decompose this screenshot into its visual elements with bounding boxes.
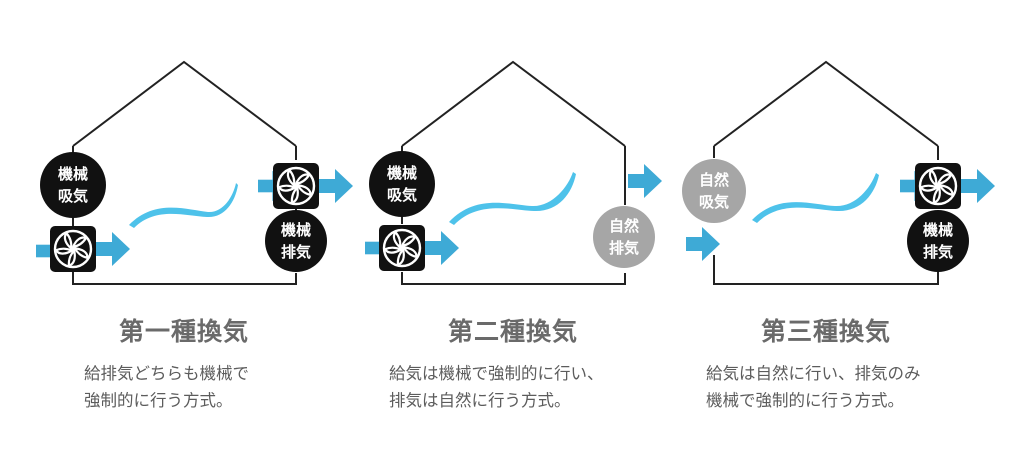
arrow-right-icon [319,169,353,203]
badge-line1: 機械 [923,221,953,239]
intake-badge: 機械 吸気 [369,151,435,217]
intake-badge: 自然 吸気 [682,159,746,223]
fan-icon [377,223,427,273]
badge-line2: 排気 [281,243,311,261]
house-1: 機械 吸気 機械 排気 [36,60,353,285]
arrow-right-icon [96,232,130,266]
panel-description-3: 給気は自然に行い、排気のみ 機械で強制的に行う方式。 [706,360,946,414]
airflow-wave-icon [449,172,576,225]
airflow-wave-icon [752,173,879,223]
arrow-right-icon [425,231,459,265]
panel-title-2: 第二種換気 [447,317,578,346]
badge-line1: 機械 [281,221,311,239]
badge-line2: 吸気 [387,186,417,204]
exhaust-badge: 機械 排気 [907,210,969,272]
arrow-right-icon [628,164,662,198]
house-outline [401,60,626,285]
house-2: 機械 吸気 自然 排気 [365,60,662,285]
panel-description-2: 給気は機械で強制的に行い、 排気は自然に行う方式。 [389,360,629,414]
description-line: 給気は機械で強制的に行い、 [389,364,604,383]
fan-icon [271,161,321,211]
panel-title-1: 第一種換気 [118,317,249,346]
description-line: 機械で強制的に行う方式。 [706,391,904,410]
exhaust-badge: 自然 排気 [593,206,655,268]
fan-icon [48,224,98,274]
panel-description-1: 給排気どちらも機械で 強制的に行う方式。 [84,360,324,414]
fan-icon [913,161,963,211]
badge-line2: 排気 [923,243,953,261]
badge-line1: 自然 [609,217,639,235]
badge-line1: 自然 [699,171,729,189]
house-3: 自然 吸気 機械 排気 [682,60,995,285]
exhaust-badge: 機械 排気 [265,210,327,272]
badge-line1: 機械 [387,164,417,182]
description-line: 給気は自然に行い、排気のみ [706,364,921,383]
arrow-right-icon [961,169,995,203]
badge-line2: 排気 [609,239,639,257]
badge-line1: 機械 [58,165,88,183]
intake-badge: 機械 吸気 [40,152,106,218]
badge-line2: 吸気 [699,193,729,211]
description-line: 給排気どちらも機械で [84,364,249,383]
description-line: 排気は自然に行う方式。 [389,391,571,410]
badge-line2: 吸気 [58,187,88,205]
airflow-wave-icon [129,183,238,228]
description-line: 強制的に行う方式。 [84,391,233,410]
house-outline [713,60,939,285]
panel-title-3: 第三種換気 [760,317,891,346]
